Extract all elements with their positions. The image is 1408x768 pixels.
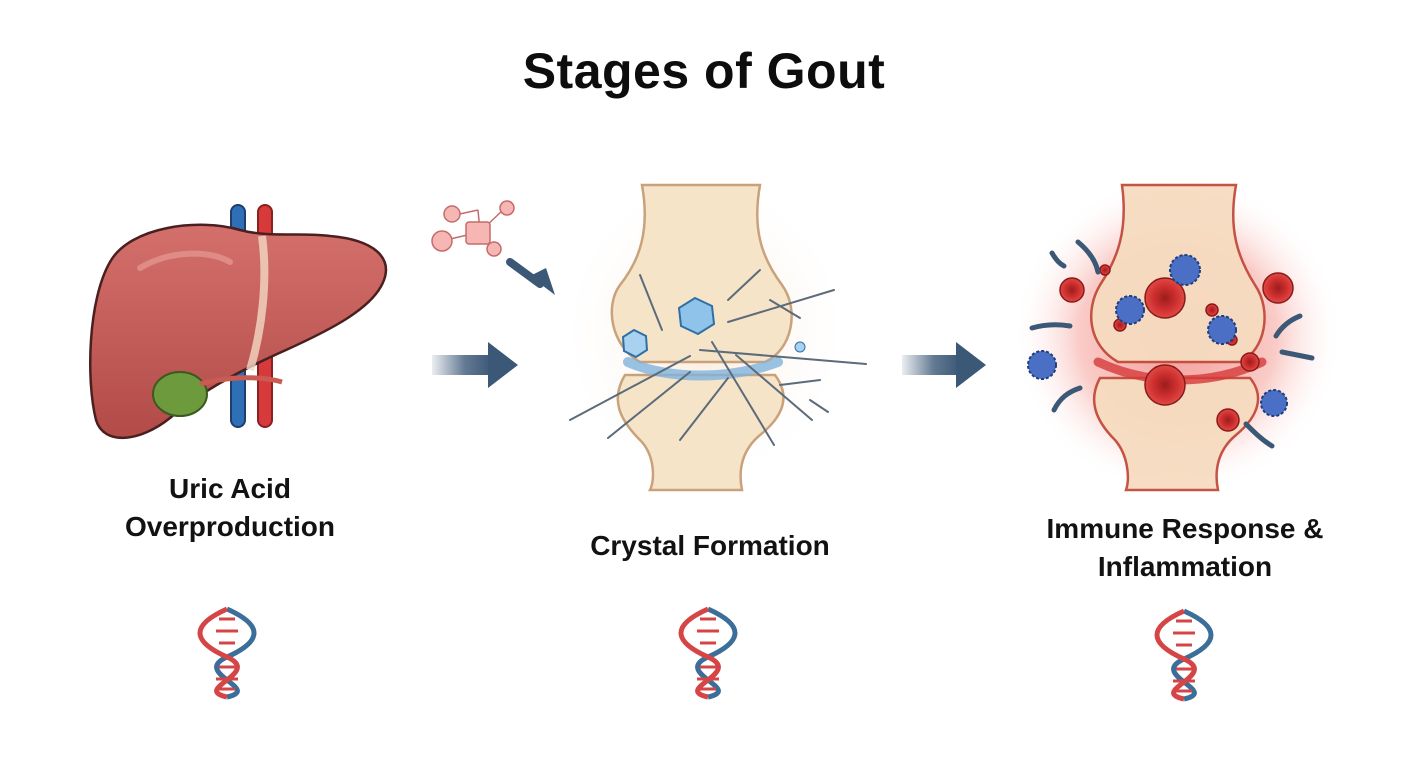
stage-label-line: Uric Acid (169, 473, 291, 504)
gallbladder-shape (152, 371, 208, 417)
progression-arrow-icon (432, 342, 518, 388)
joint-space (623, 357, 783, 381)
crystal-icon (621, 328, 649, 359)
inflamed-joint-illustration (1013, 175, 1343, 495)
lower-bone (1092, 376, 1260, 492)
dna-icon (678, 606, 738, 700)
diagram-title: Stages of Gout (522, 43, 886, 99)
liver-ligament (246, 235, 269, 372)
stage-label-line: Inflammation (1097, 551, 1273, 582)
stage-label-line: Crystal Formation (590, 530, 830, 561)
crystal-icon (794, 341, 806, 353)
joint-crystals-illustration (555, 170, 867, 492)
stage-label-crystal: Crystal Formation (540, 527, 880, 565)
stage-label-line: Immune Response & (1046, 513, 1324, 544)
dna-icon (197, 606, 257, 700)
uric-acid-molecule-icon (431, 200, 515, 257)
dna-icon (1154, 608, 1214, 702)
stage-label-line: Overproduction (124, 511, 335, 542)
small-arrow-icon (506, 258, 555, 295)
progression-arrow-icon (902, 342, 986, 388)
stage-label-inflammation: Immune Response & Inflammation (1000, 510, 1370, 586)
immune-cells (1027, 254, 1288, 417)
stage-label-uric-acid: Uric Acid Overproduction (60, 470, 400, 546)
bile-duct (199, 375, 283, 387)
liver-illustration (88, 204, 388, 440)
crystal-icon (677, 296, 716, 336)
inflammation-arrows (1029, 239, 1315, 449)
urate-needles (569, 269, 867, 446)
liver-highlight (137, 250, 233, 271)
